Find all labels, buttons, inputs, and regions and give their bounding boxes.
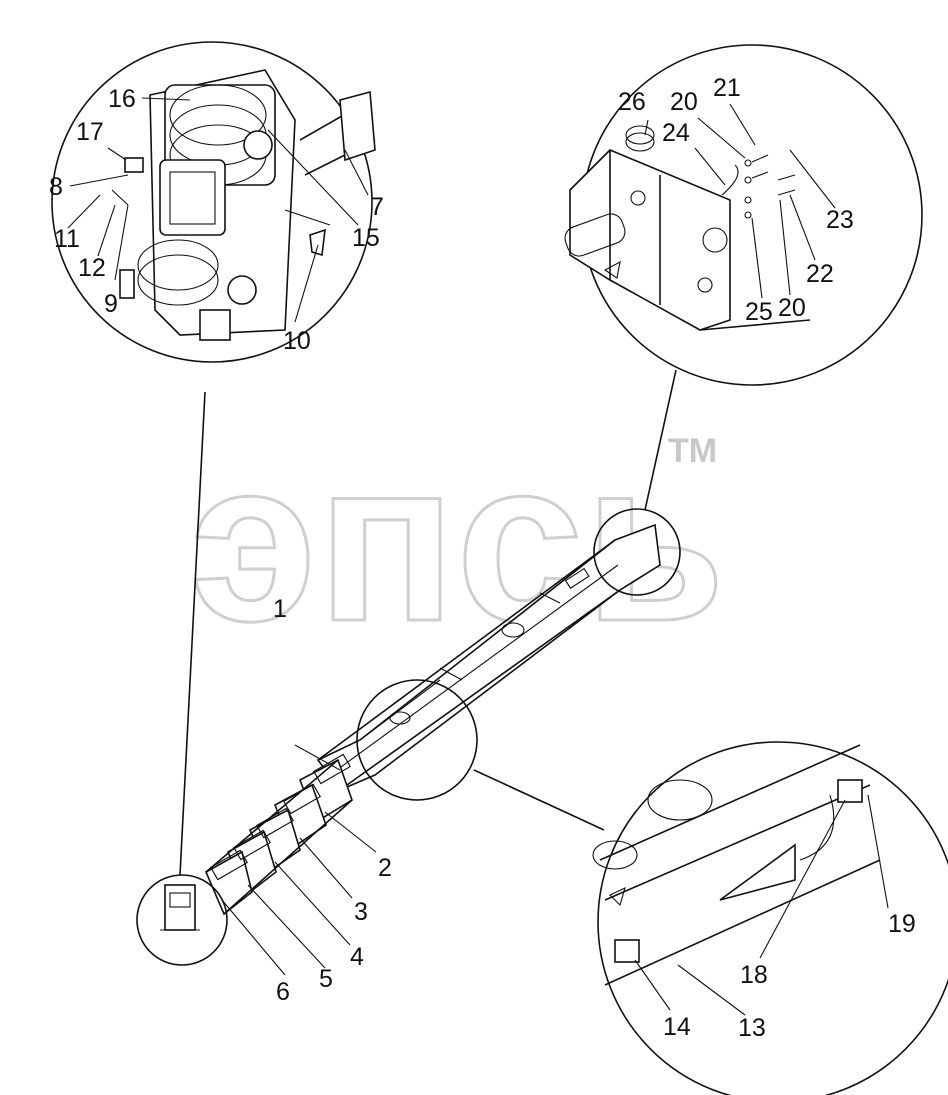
callout-23: 23 (826, 206, 854, 234)
callout-labels: 1 2 3 4 5 6 7 8 9 10 11 12 13 14 15 16 1… (49, 74, 916, 1042)
callout-12: 12 (78, 254, 106, 282)
source-circle-base (593, 508, 681, 596)
callout-20-top: 20 (670, 88, 698, 116)
watermark-trademark: TM (668, 432, 717, 470)
callout-9: 9 (104, 290, 118, 318)
leader-lines (67, 97, 889, 1016)
callout-11: 11 (54, 225, 80, 253)
callout-13: 13 (738, 1014, 766, 1042)
callout-25: 25 (745, 298, 773, 326)
callout-22: 22 (806, 260, 834, 288)
callout-18: 18 (740, 961, 768, 989)
callout-10: 10 (283, 327, 311, 355)
detail-circle-boom-head (51, 41, 373, 363)
callout-6: 6 (276, 978, 290, 1006)
callout-5: 5 (319, 965, 333, 993)
telescopic-boom (160, 523, 661, 931)
detail-circle-boom-side (597, 741, 948, 1095)
callout-24: 24 (662, 119, 690, 147)
callout-4: 4 (350, 943, 364, 971)
boom-side-detail (592, 744, 881, 986)
boom-head-detail (111, 69, 376, 341)
callout-14: 14 (663, 1013, 691, 1041)
callout-1: 1 (273, 595, 287, 623)
boom-base-detail (564, 125, 811, 331)
callout-26: 26 (618, 88, 646, 116)
callout-8: 8 (49, 173, 63, 201)
callout-7: 7 (370, 193, 384, 221)
callout-15: 15 (352, 224, 380, 252)
callout-19: 19 (888, 910, 916, 938)
source-circle-side (356, 679, 478, 801)
callout-21: 21 (713, 74, 741, 102)
callout-2: 2 (378, 854, 392, 882)
callout-20-bottom: 20 (778, 294, 806, 322)
callout-16: 16 (108, 85, 136, 113)
callout-3: 3 (354, 898, 368, 926)
callout-17: 17 (76, 118, 104, 146)
source-circle-head (136, 874, 228, 966)
